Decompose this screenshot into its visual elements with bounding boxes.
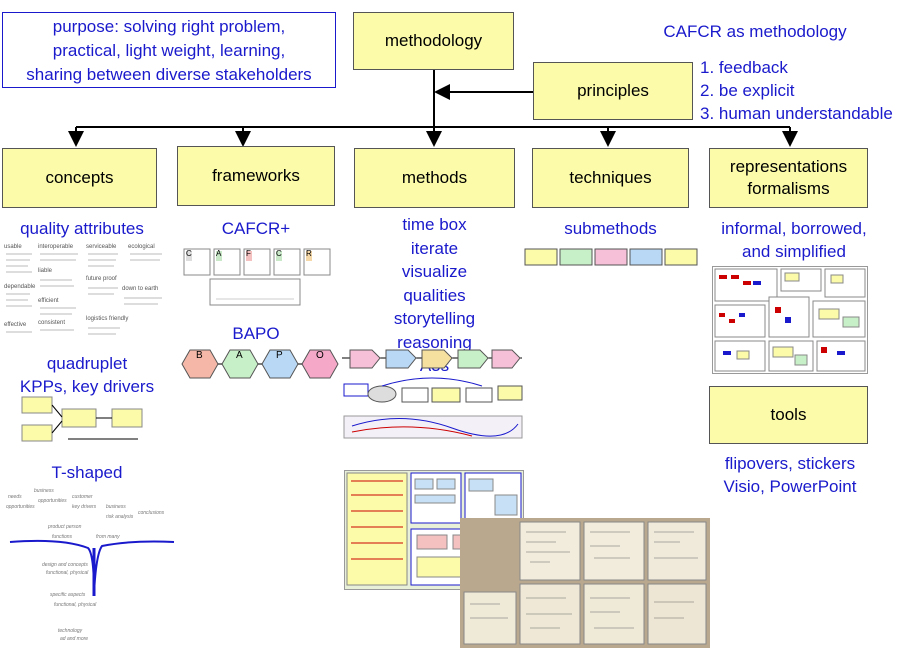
svg-text:logistics friendly: logistics friendly: [86, 316, 128, 322]
quality-attributes-thumbnail: usable interoperable serviceable ecologi…: [2, 240, 172, 340]
purpose-line-1: purpose: solving right problem,: [52, 17, 286, 36]
svg-text:specific aspects: specific aspects: [50, 592, 86, 598]
svg-text:customer: customer: [72, 494, 93, 500]
cafcr-plus-thumbnail: [180, 245, 338, 309]
representations-box: representations formalisms: [709, 148, 868, 208]
concepts-label: concepts: [45, 168, 114, 187]
method-storytelling: storytelling: [393, 309, 476, 328]
svg-text:functions: functions: [52, 534, 73, 540]
kpps-label: KPPs, key drivers: [19, 377, 155, 396]
svg-text:future proof: future proof: [86, 276, 117, 282]
svg-text:conclusions: conclusions: [138, 510, 165, 516]
quadruplet-thumbnail: [18, 395, 168, 451]
svg-text:design and concepts: design and concepts: [42, 562, 88, 568]
methods-list: time box iterate visualize qualities sto…: [354, 213, 515, 378]
svg-text:serviceable: serviceable: [86, 244, 117, 250]
methodology-box: methodology: [353, 12, 514, 70]
methods-process-thumbnail: [342, 346, 524, 442]
principles-box: principles: [533, 62, 693, 120]
svg-text:interoperable: interoperable: [38, 244, 74, 250]
representations-line-1: informal, borrowed,: [721, 219, 867, 238]
method-time-box: time box: [402, 215, 467, 234]
principle-2: 2. be explicit: [700, 81, 795, 100]
principles-list: 1. feedback 2. be explicit 3. human unde…: [700, 56, 893, 125]
method-reasoning: reasoning: [397, 332, 472, 352]
techniques-label: techniques: [569, 168, 652, 187]
svg-text:ecological: ecological: [128, 244, 155, 250]
svg-text:opportunities: opportunities: [38, 498, 67, 504]
tools-box: tools: [709, 386, 868, 444]
svg-text:needs: needs: [8, 494, 22, 500]
svg-text:business: business: [106, 504, 126, 510]
submethods-thumbnail: [524, 248, 700, 266]
principles-label: principles: [577, 81, 649, 100]
svg-text:consistent: consistent: [38, 320, 65, 326]
methods-box: methods: [354, 148, 515, 208]
method-iterate: iterate: [410, 238, 459, 258]
svg-text:business: business: [34, 488, 54, 494]
frameworks-label: frameworks: [212, 166, 300, 185]
cafcr-box-a: A: [216, 249, 222, 258]
quadruplet-label: quadruplet: [46, 354, 128, 373]
purpose-line-3: sharing between diverse stakeholders: [26, 65, 312, 84]
svg-text:functional, physical: functional, physical: [54, 602, 97, 608]
bapo-thumbnail: B A P O: [180, 346, 340, 382]
principle-1: 1. feedback: [700, 58, 788, 77]
purpose-line-2: practical, light weight, learning,: [52, 41, 286, 60]
cafcr-plus-label: CAFCR+: [221, 219, 291, 238]
svg-text:down to earth: down to earth: [122, 286, 158, 292]
cafcr-box-c: C: [186, 249, 192, 258]
bapo-b: B: [196, 350, 203, 361]
cafcr-box-c2: C: [276, 249, 282, 258]
methodology-label: methodology: [384, 31, 483, 50]
concepts-box: concepts: [2, 148, 157, 208]
svg-text:effective: effective: [4, 322, 27, 328]
representations-thumbnail: [712, 266, 868, 374]
bapo-o: O: [316, 350, 324, 361]
cafcr-box-f: F: [246, 249, 251, 258]
t-shaped-label: T-shaped: [51, 463, 123, 482]
svg-text:from many: from many: [96, 534, 120, 540]
flipover-photo-thumbnail: [460, 518, 710, 648]
purpose-box: purpose: solving right problem, practica…: [2, 12, 336, 88]
svg-text:ad and more: ad and more: [60, 636, 88, 642]
methods-label: methods: [401, 168, 468, 187]
bapo-p: P: [276, 350, 283, 361]
representations-line-2: and simplified: [742, 242, 846, 261]
representations-label-1: representations: [729, 157, 848, 176]
representations-label-2: formalisms: [747, 179, 830, 198]
svg-text:risk analysis: risk analysis: [106, 514, 134, 520]
submethods-label: submethods: [564, 219, 657, 238]
tools-line-1: flipovers, stickers: [724, 454, 856, 473]
techniques-box: techniques: [532, 148, 689, 208]
bapo-a: A: [236, 350, 243, 361]
principle-3: 3. human understandable: [700, 104, 893, 123]
svg-text:technology: technology: [58, 628, 83, 634]
t-shaped-thumbnail: needs business customer business conclusions…: [2, 484, 182, 644]
frameworks-box: frameworks: [177, 146, 335, 206]
svg-text:efficient: efficient: [38, 298, 59, 304]
quality-attributes-label: quality attributes: [20, 219, 144, 238]
method-qualities: qualities: [403, 285, 466, 305]
tools-label: tools: [770, 405, 807, 424]
svg-text:functional, physical: functional, physical: [46, 570, 89, 576]
svg-text:opportunities: opportunities: [6, 504, 35, 510]
cafcr-title: CAFCR as methodology: [663, 22, 847, 41]
method-visualize: visualize: [401, 262, 468, 281]
svg-text:key drivers: key drivers: [72, 504, 97, 510]
cafcr-box-r: R: [306, 249, 312, 258]
svg-text:liable: liable: [38, 268, 53, 274]
svg-text:product person: product person: [47, 524, 82, 530]
svg-text:usable: usable: [4, 244, 22, 250]
svg-text:dependable: dependable: [4, 284, 36, 290]
bapo-label: BAPO: [232, 324, 280, 343]
tools-line-2: Visio, PowerPoint: [723, 477, 857, 496]
